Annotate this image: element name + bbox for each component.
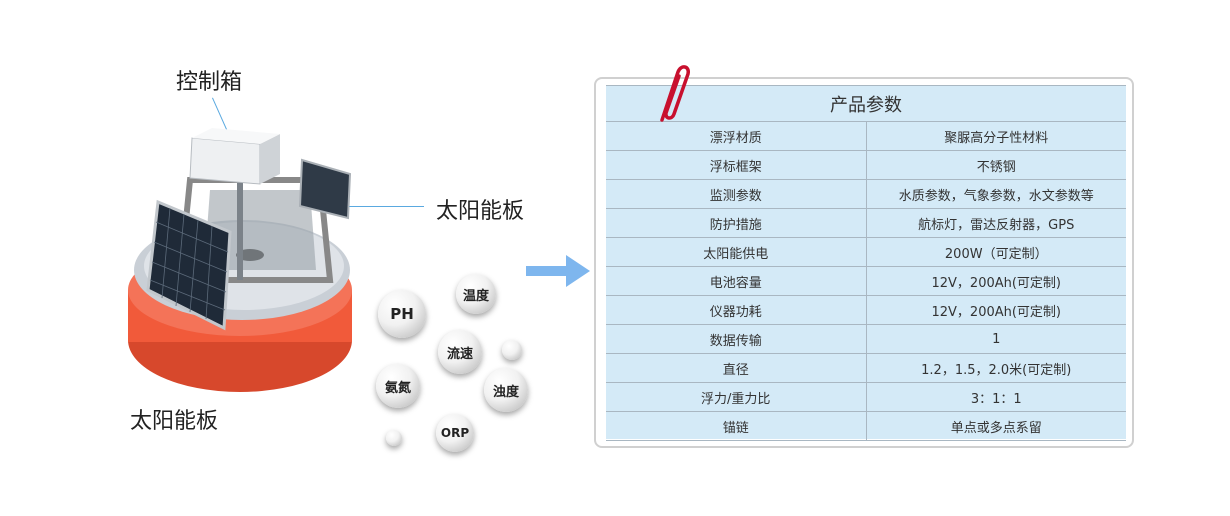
row-value: 不锈钢 bbox=[866, 150, 1126, 180]
control-box-label: 控制箱 bbox=[176, 70, 243, 95]
row-value: 12V，200Ah(可定制) bbox=[866, 266, 1126, 296]
row-value: 200W（可定制） bbox=[866, 237, 1126, 267]
ammonia-nitrogen-bubble: 氨氮 bbox=[376, 364, 420, 408]
product-parameters-card: 产品参数 漂浮材质聚脲高分子性材料 浮标框架不锈钢 监测参数水质参数，气象参数，… bbox=[594, 77, 1134, 448]
turbidity-bubble: 浊度 bbox=[484, 368, 528, 412]
row-value: 水质参数，气象参数，水文参数等 bbox=[866, 179, 1126, 209]
row-value: 12V，200Ah(可定制) bbox=[866, 295, 1126, 325]
row-value: 1 bbox=[866, 324, 1126, 354]
paper-clip-icon bbox=[660, 65, 691, 122]
row-key: 防护措施 bbox=[606, 208, 867, 238]
row-key: 直径 bbox=[606, 353, 867, 383]
row-key: 数据传输 bbox=[606, 324, 867, 354]
row-key: 漂浮材质 bbox=[606, 121, 867, 151]
flow-rate-bubble: 流速 bbox=[438, 330, 482, 374]
temperature-bubble: 温度 bbox=[456, 274, 496, 314]
row-key: 仪器功耗 bbox=[606, 295, 867, 325]
row-key: 监测参数 bbox=[606, 179, 867, 209]
row-value: 3：1：1 bbox=[866, 382, 1126, 412]
row-value: 单点或多点系留 bbox=[866, 411, 1126, 441]
row-value: 聚脲高分子性材料 bbox=[866, 121, 1126, 151]
solar-panel-left-label: 太阳能板 bbox=[130, 409, 219, 434]
row-key: 浮标框架 bbox=[606, 150, 867, 180]
row-key: 锚链 bbox=[606, 411, 867, 441]
row-value: 1.2，1.5，2.0米(可定制) bbox=[866, 353, 1126, 383]
row-key: 电池容量 bbox=[606, 266, 867, 296]
parameters-table: 产品参数 漂浮材质聚脲高分子性材料 浮标框架不锈钢 监测参数水质参数，气象参数，… bbox=[606, 85, 1126, 441]
table-row: 监测参数水质参数，气象参数，水文参数等 bbox=[606, 179, 1126, 209]
table-row: 漂浮材质聚脲高分子性材料 bbox=[606, 121, 1126, 151]
small-bubble-decor bbox=[502, 340, 522, 360]
table-row: 浮标框架不锈钢 bbox=[606, 150, 1126, 180]
solar-panel-right-label: 太阳能板 bbox=[436, 199, 525, 224]
parameters-table-panel: 产品参数 漂浮材质聚脲高分子性材料 浮标框架不锈钢 监测参数水质参数，气象参数，… bbox=[606, 85, 1126, 441]
solar-panel-right-leader-line bbox=[300, 206, 424, 207]
buoy-image bbox=[128, 128, 352, 392]
table-row: 锚链单点或多点系留 bbox=[606, 411, 1126, 441]
row-key: 浮力/重力比 bbox=[606, 382, 867, 412]
ph-bubble: PH bbox=[378, 290, 426, 338]
table-row: 防护措施航标灯，雷达反射器，GPS bbox=[606, 208, 1126, 238]
orp-bubble: ORP bbox=[436, 414, 474, 452]
table-title: 产品参数 bbox=[606, 85, 1126, 122]
row-key: 太阳能供电 bbox=[606, 237, 867, 267]
right-arrow-icon bbox=[526, 255, 590, 287]
small-bubble-decor bbox=[386, 430, 402, 446]
row-value: 航标灯，雷达反射器，GPS bbox=[866, 208, 1126, 238]
